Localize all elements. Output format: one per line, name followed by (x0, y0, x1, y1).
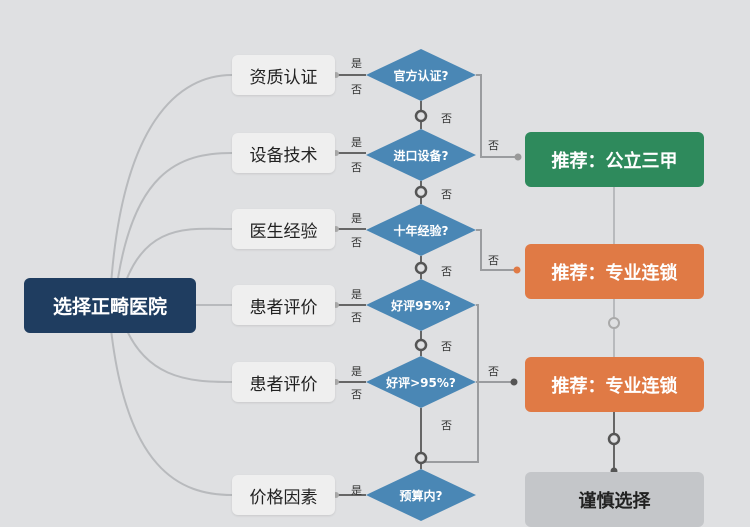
criterion-reviews: 患者评价 (232, 285, 335, 325)
no-label: 否 (351, 161, 362, 174)
no-label: 否 (488, 139, 499, 152)
decision-label: 进口设备? (393, 148, 449, 163)
yes-label: 是 (351, 288, 362, 301)
no-label: 否 (351, 83, 362, 96)
yes-label: 是 (351, 212, 362, 225)
decision-label: 好评>95%? (386, 375, 456, 390)
no-label: 否 (488, 365, 499, 378)
decision-label: 预算内? (399, 488, 443, 503)
connector-lines (109, 72, 621, 498)
yes-label: 是 (351, 136, 362, 149)
result-chain-clinic: 推荐：专业连锁 (525, 244, 704, 299)
no-label: 否 (441, 340, 452, 353)
no-label: 否 (441, 188, 452, 201)
criterion-reviews-2: 患者评价 (232, 362, 335, 402)
result-chain-clinic-2: 推荐：专业连锁 (525, 357, 704, 412)
decision-label: 官方认证? (393, 68, 449, 83)
decision-reviews-2: 好评>95%? (366, 356, 476, 408)
decision-imported: 进口设备? (366, 129, 476, 181)
decision-reviews: 好评95%? (366, 279, 476, 331)
criterion-equipment: 设备技术 (232, 133, 335, 173)
criterion-qualification: 资质认证 (232, 55, 335, 95)
no-label: 否 (351, 236, 362, 249)
criterion-experience: 医生经验 (232, 209, 335, 249)
decision-experience: 十年经验? (366, 204, 476, 256)
decision-budget: 预算内? (366, 469, 476, 521)
yes-label: 是 (351, 57, 362, 70)
decision-label: 好评95%? (391, 298, 451, 313)
decision-label: 十年经验? (393, 223, 449, 238)
no-label: 否 (488, 254, 499, 267)
no-label: 否 (351, 388, 362, 401)
result-public-hospital: 推荐：公立三甲 (525, 132, 704, 187)
no-label: 否 (441, 419, 452, 432)
decision-official: 官方认证? (366, 49, 476, 101)
yes-label: 是 (351, 365, 362, 378)
criterion-price: 价格因素 (232, 475, 335, 515)
no-label: 否 (351, 311, 362, 324)
root-node: 选择正畸医院 (24, 278, 196, 333)
yes-label: 是 (351, 484, 362, 497)
no-label: 否 (441, 112, 452, 125)
no-label: 否 (441, 265, 452, 278)
